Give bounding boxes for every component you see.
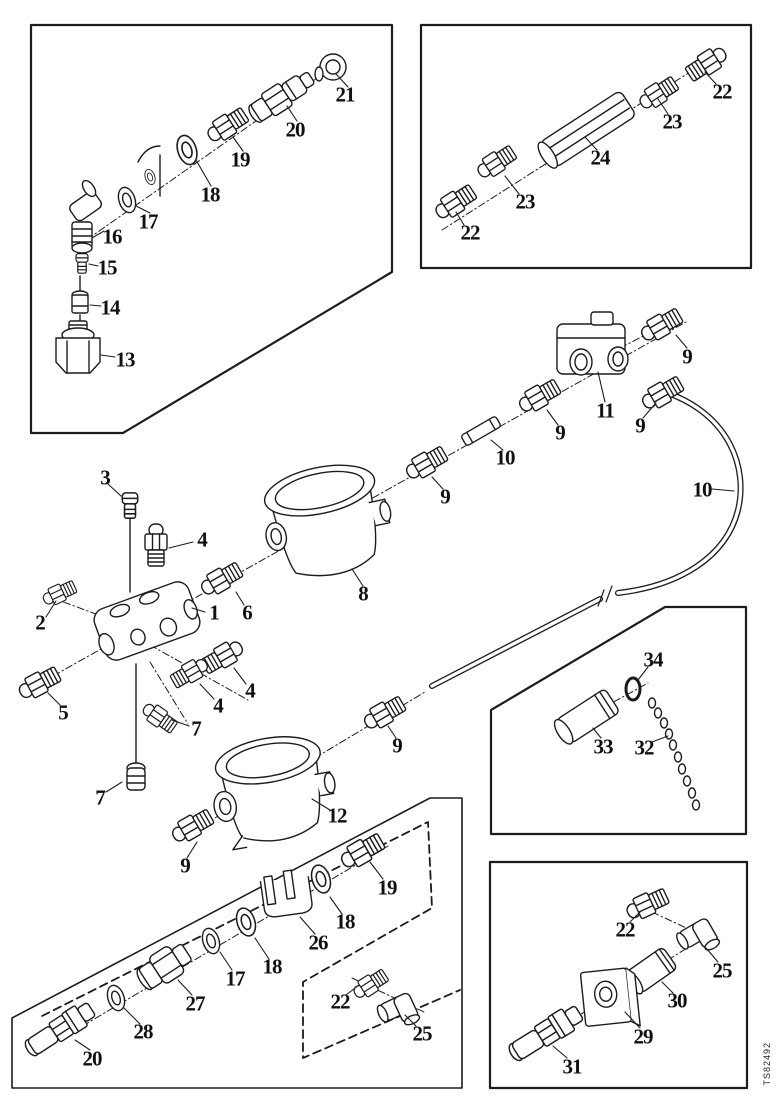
part-16-shape	[69, 179, 103, 254]
part-10-short-tube	[461, 416, 501, 446]
figure-code-label: TS82492	[762, 1042, 772, 1086]
part-10-hose	[429, 390, 744, 689]
callout-20: 20	[82, 1046, 103, 1071]
callout-4: 4	[197, 527, 207, 552]
callout-13: 13	[115, 347, 136, 372]
callout-23: 23	[662, 109, 683, 134]
callout-2: 2	[35, 610, 45, 635]
part-11-shape	[556, 311, 629, 376]
part-13-shape	[55, 320, 101, 374]
callout-4: 4	[213, 693, 223, 718]
part-34-shape	[624, 676, 642, 702]
callout-23: 23	[515, 189, 536, 214]
callout-16: 16	[102, 224, 123, 249]
callout-27: 27	[185, 991, 206, 1016]
part-8-shape	[263, 464, 392, 577]
callout-21: 21	[335, 82, 356, 107]
inset-box-top-left	[29, 23, 394, 435]
callout-28: 28	[133, 1019, 154, 1044]
callout-9: 9	[440, 484, 450, 509]
callout-6: 6	[242, 600, 252, 625]
part-12-shape	[213, 736, 336, 851]
callout-22: 22	[712, 79, 733, 104]
callout-19: 19	[230, 147, 251, 172]
callout-4: 4	[245, 678, 255, 703]
part-21-shape	[314, 53, 347, 82]
part-1-shape	[93, 581, 201, 661]
part-27-shape	[136, 943, 192, 991]
part-32-shape	[647, 697, 701, 811]
part-24-shape	[537, 91, 635, 169]
part-26-shape	[259, 869, 313, 918]
part-33-shape	[553, 689, 619, 745]
callout-30: 30	[667, 988, 688, 1013]
callout-17: 17	[225, 966, 246, 991]
callout-10: 10	[692, 477, 713, 502]
callout-17: 17	[138, 209, 159, 234]
callout-19: 19	[377, 875, 398, 900]
callout-33: 33	[593, 734, 614, 759]
callout-18: 18	[262, 954, 283, 979]
callout-34: 34	[643, 647, 664, 672]
callout-25: 25	[712, 958, 733, 983]
callout-22: 22	[330, 989, 351, 1014]
part-20-shape	[248, 71, 315, 123]
inset-box-top-right	[419, 23, 753, 270]
part-14-shape	[71, 290, 89, 314]
callout-29: 29	[633, 1024, 654, 1049]
callout-9: 9	[180, 853, 190, 878]
callout-3: 3	[100, 465, 110, 490]
callout-11: 11	[596, 398, 615, 423]
callout-20: 20	[285, 117, 306, 142]
callout-9: 9	[635, 413, 645, 438]
callout-7: 7	[191, 716, 201, 741]
callout-9: 9	[555, 420, 565, 445]
callout-26: 26	[308, 930, 329, 955]
callout-9: 9	[392, 733, 402, 758]
leader-lines	[45, 71, 735, 1059]
callout-32: 32	[634, 735, 655, 760]
callout-15: 15	[97, 255, 118, 280]
retainer-clip-shape	[137, 145, 161, 163]
callout-1: 1	[209, 600, 219, 625]
callout-24: 24	[590, 145, 611, 170]
bottom-left-section-border	[11, 797, 463, 1089]
callout-25: 25	[412, 1021, 433, 1046]
part-7-lower-shape	[126, 762, 146, 791]
callout-7: 7	[95, 785, 105, 810]
callout-12: 12	[327, 803, 348, 828]
inset-box-middle-right	[489, 605, 748, 836]
callout-14: 14	[100, 295, 121, 320]
callout-18: 18	[335, 909, 356, 934]
inset-box-bottom-left-dashed	[41, 821, 461, 1059]
callout-31: 31	[562, 1054, 583, 1079]
callout-9: 9	[682, 344, 692, 369]
callout-5: 5	[58, 700, 68, 725]
callout-10: 10	[495, 445, 516, 470]
callout-22: 22	[615, 917, 636, 942]
inset-box-bottom-right	[488, 860, 749, 1090]
part-29-shape	[579, 967, 641, 1027]
callout-18: 18	[200, 182, 221, 207]
callout-8: 8	[358, 581, 368, 606]
callout-22: 22	[460, 220, 481, 245]
